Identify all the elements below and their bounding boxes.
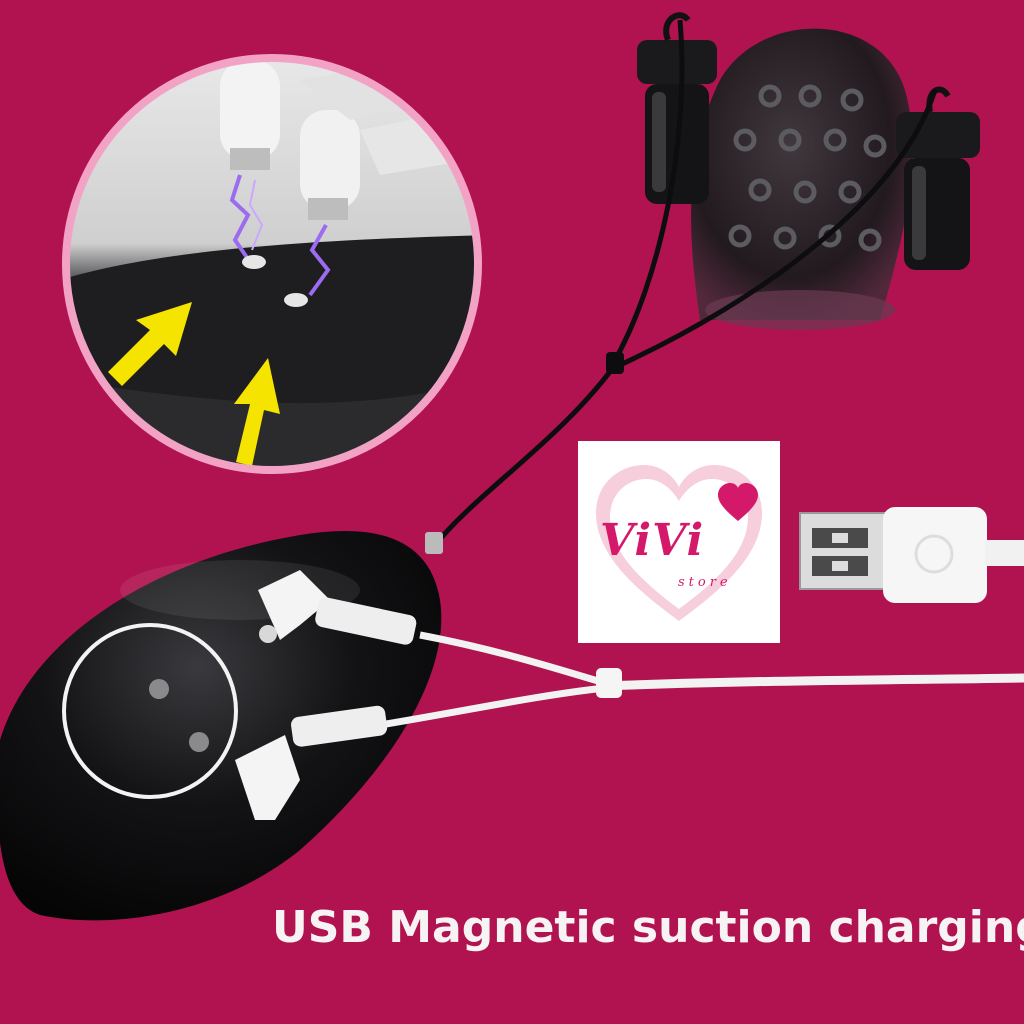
magnified-inset [62,54,482,474]
logo-wordmark: ViVi [600,515,705,566]
heart-icon [596,465,762,621]
black-cables [433,19,938,547]
yellow-arrow-right [234,358,280,466]
usb-plug [799,507,1024,603]
left-bullet-vibrator [637,12,717,204]
right-bullet-vibrator [896,86,980,270]
contact-dot-bottom [189,732,209,752]
white-charging-cable [235,570,1024,820]
cup-attachment [637,12,980,330]
highlight-circle [62,623,238,799]
vivi-store-logo: ViVi store [578,441,780,643]
caption-text: USB Magnetic suction charging [272,902,1024,953]
logo-subtitle: store [678,575,732,590]
cable-clip-black [606,352,624,374]
contact-dot-top [149,679,169,699]
yellow-arrow-left [108,302,192,386]
